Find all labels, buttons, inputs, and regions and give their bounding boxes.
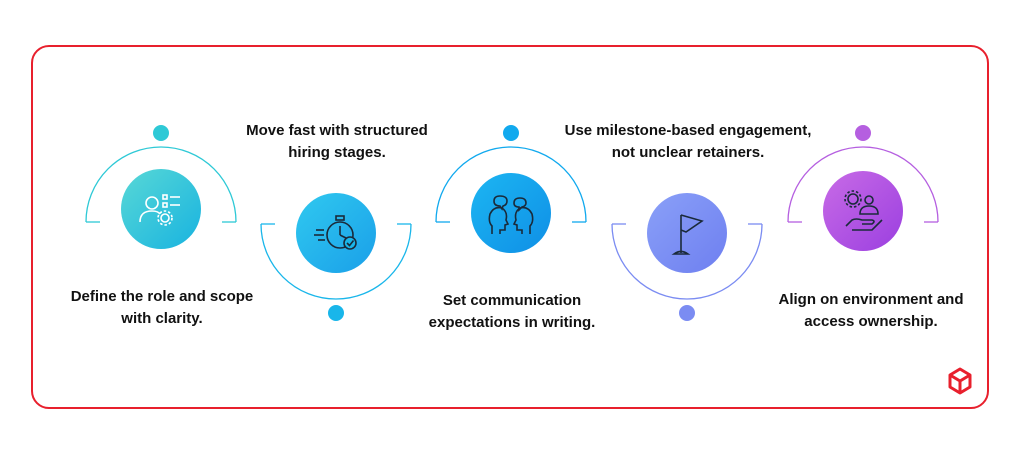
infographic-frame (31, 45, 989, 409)
hand-gear-person-icon (844, 190, 883, 231)
step-1-connector (85, 125, 237, 223)
flag-icon (671, 214, 704, 255)
step-1-dot (153, 125, 169, 141)
step-3-connector (435, 125, 587, 223)
step-4-connector (611, 223, 763, 321)
step-3-icon-badge (471, 173, 551, 253)
step-4-dot (679, 305, 695, 321)
step-2-dot (328, 305, 344, 321)
stopwatch-check-icon (314, 215, 357, 250)
step-5-icon-badge (823, 171, 903, 251)
step-4-label: Use milestone-based engagement, not uncl… (564, 122, 812, 161)
step-2-label: Move fast with structured hiring stages. (246, 122, 428, 161)
person-checklist-gear-icon (139, 194, 180, 226)
step-3-dot (503, 125, 519, 141)
step-5-connector (787, 125, 939, 223)
step-2-connector (260, 223, 412, 321)
step-1-label: Define the role and scope with clarity. (70, 288, 254, 327)
step-1-icon-badge (121, 169, 201, 249)
step-4-icon-badge (647, 193, 727, 273)
step-5-dot (855, 125, 871, 141)
step-5-label: Align on environment and access ownershi… (778, 291, 964, 330)
step-3-label: Set communication expectations in writin… (428, 292, 596, 331)
cube-logo-icon (948, 367, 972, 395)
two-people-talking-icon (488, 195, 534, 234)
step-2-icon-badge (296, 193, 376, 273)
